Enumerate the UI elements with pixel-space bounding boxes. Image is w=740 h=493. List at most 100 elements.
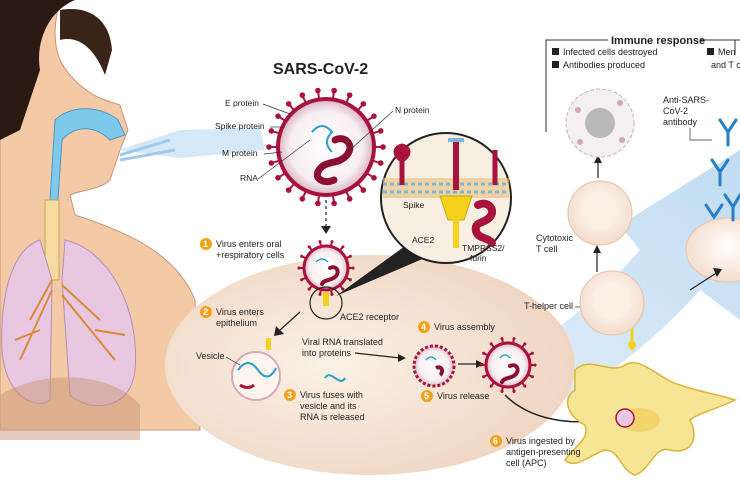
epithelium-region — [165, 255, 575, 475]
spike-tip-mark — [530, 375, 534, 379]
spike-tip-mark — [360, 187, 367, 193]
spike-tip-mark — [351, 266, 355, 270]
spike-protein-label: Spike protein — [215, 121, 265, 131]
assembly-virus — [412, 344, 456, 388]
spike-tip-mark — [300, 254, 304, 258]
vesicle-virus — [231, 351, 281, 401]
spike-tip-mark — [331, 87, 337, 94]
t-helper-label: T-helper cell — [524, 301, 573, 311]
spike-tip-mark — [377, 128, 384, 134]
b-cell-partial — [685, 217, 740, 283]
spike-tip-mark — [489, 342, 493, 346]
spike-tip-mark — [371, 113, 377, 119]
antibody-label-line1: Anti-SARS- — [663, 95, 709, 105]
spike-tip-mark — [482, 351, 486, 355]
svg-text:6: 6 — [493, 436, 498, 446]
spike-tip-mark — [346, 92, 353, 98]
antibody-label-line2: CoV-2 — [663, 106, 688, 116]
step-4-text: Virus assembly — [434, 322, 495, 332]
immune-response-bracket — [545, 39, 740, 132]
cytotoxic-label-line1: Cytotoxic — [536, 233, 574, 243]
zoom-spike-label: Spike — [403, 200, 425, 210]
ace2-receptor-highlight — [309, 286, 343, 320]
vesicle-label: Vesicle — [196, 351, 225, 361]
spike-tip-mark — [512, 389, 516, 393]
e-protein-label: E protein — [225, 98, 259, 108]
n-protein-label: N protein — [395, 105, 430, 115]
lungs — [0, 239, 140, 440]
rna-label: RNA — [240, 173, 258, 183]
spike-tip-mark — [299, 196, 306, 202]
step-5-text: Virus release — [437, 391, 489, 401]
spike-tip-mark — [268, 160, 275, 166]
t-helper-cell — [579, 270, 645, 336]
spike-tip-mark — [348, 278, 352, 282]
svg-text:3: 3 — [287, 390, 292, 400]
spike-tip-mark — [348, 254, 352, 258]
spike-tip-mark — [297, 266, 301, 270]
step-6-text-line3: cell (APC) — [506, 458, 547, 468]
zoom-furin-label: furin — [470, 253, 487, 263]
svg-text:2: 2 — [203, 307, 208, 317]
cytotoxic-t-cell — [567, 180, 633, 246]
svg-text:4: 4 — [421, 322, 426, 332]
spike-tip-mark — [512, 337, 516, 341]
spike-tip-mark — [380, 144, 386, 150]
infected-cell-destroyed — [565, 88, 635, 158]
step-2-text-line2: epithelium — [216, 318, 257, 328]
spike-tip-mark — [479, 363, 483, 367]
spike-tip-mark — [500, 389, 504, 393]
spike-tip-mark — [377, 160, 384, 166]
spike-tip-mark — [318, 292, 322, 296]
antibody-label-line3: antibody — [663, 117, 698, 127]
step-1-badge: 1 Virus enters oral +respiratory cells — [200, 238, 285, 260]
svg-text:5: 5 — [424, 391, 429, 401]
spike-tip-mark — [346, 196, 353, 202]
spike-tip-mark — [275, 113, 281, 119]
zoom-tmprss2-label: TMPRSS2/ — [462, 243, 505, 253]
ace2-receptor-label: ACE2 receptor — [340, 312, 399, 322]
step-3-text-line3: RNA is released — [300, 412, 365, 422]
released-virus — [479, 337, 537, 393]
antigen-presenting-cell — [564, 362, 737, 476]
step-3-badge: 3 Virus fuses with vesicle and its RNA i… — [284, 389, 365, 422]
spike-tip-mark — [285, 101, 292, 107]
m-protein-label: M protein — [222, 148, 258, 158]
zoom-ace2-label: ACE2 — [412, 235, 434, 245]
main-virus — [266, 87, 386, 207]
step-6-text-line1: Virus ingested by — [506, 436, 575, 446]
spike-tip-mark — [307, 245, 311, 249]
step-1-text-line2: +respiratory cells — [216, 250, 285, 260]
step-5-badge: 5 Virus release — [421, 390, 489, 402]
spike-tip-mark — [307, 287, 311, 291]
step-4-badge: 4 Virus assembly — [418, 321, 495, 333]
spike-tip-mark — [299, 92, 306, 98]
immune-bullet-2: Antibodies produced — [563, 60, 645, 70]
spike-tip-mark — [315, 200, 321, 207]
immune-response-arrow — [360, 150, 740, 445]
step-2-text-line1: Virus enters — [216, 307, 264, 317]
cytotoxic-label-line2: T cell — [536, 244, 557, 254]
receptor-zoom-circle: Spike ACE2 TMPRSS2/ furin — [380, 132, 512, 264]
spike-tip-mark — [523, 384, 527, 388]
spike-tip-mark — [530, 351, 534, 355]
step1-virus — [297, 240, 355, 296]
spike-tip-mark — [331, 200, 337, 207]
spike-tip-mark — [266, 144, 272, 150]
spike-tip-mark — [300, 278, 304, 282]
airway — [49, 108, 126, 201]
step-3-text-line1: Virus fuses with — [300, 390, 363, 400]
step-3-text-line2: vesicle and its — [300, 401, 357, 411]
spike-tip-mark — [341, 287, 345, 291]
virus-labels: E protein Spike protein M protein RNA N … — [215, 98, 430, 183]
spike-tip-mark — [330, 292, 334, 296]
spike-tip-mark — [315, 87, 321, 94]
step-1-text-line1: Virus enters oral — [216, 239, 281, 249]
spike-tip-mark — [341, 245, 345, 249]
spike-tip-mark — [268, 128, 275, 134]
step-6-badge: 6 Virus ingested by antigen-presenting c… — [490, 435, 581, 468]
spike-tip-mark — [371, 175, 377, 181]
antibodies — [704, 118, 740, 222]
svg-text:1: 1 — [203, 239, 208, 249]
